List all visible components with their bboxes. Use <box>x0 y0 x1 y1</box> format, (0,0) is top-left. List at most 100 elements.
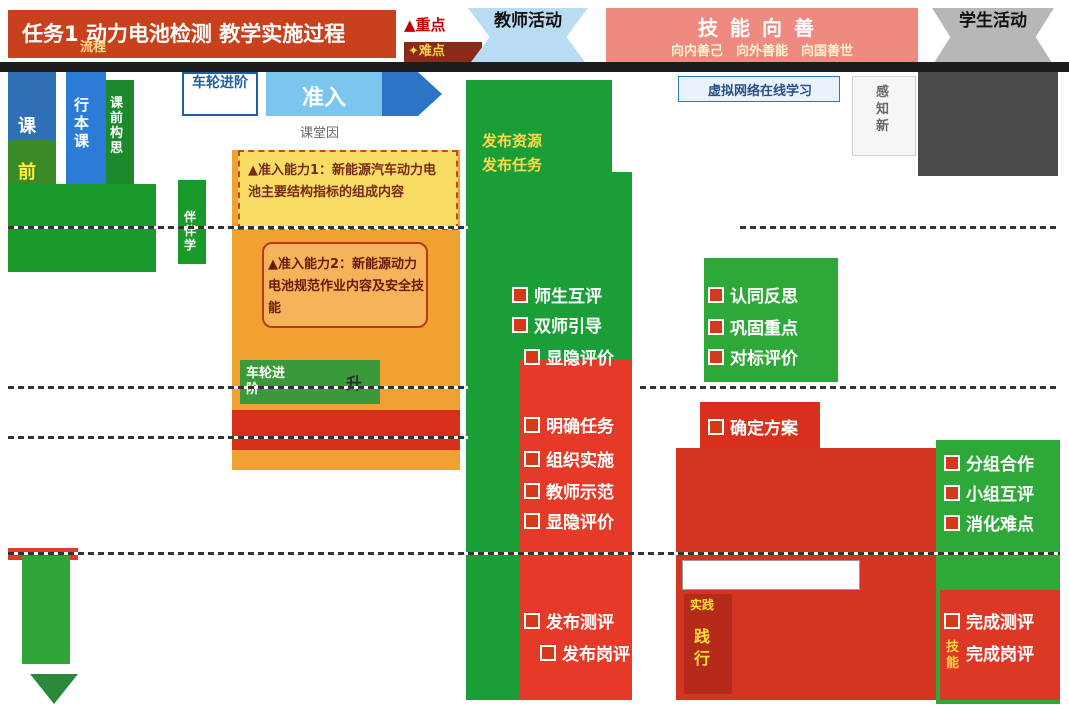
virtual-learning-bar[interactable] <box>678 76 840 102</box>
student-activity-header <box>932 8 1054 66</box>
column-a-block <box>66 72 106 184</box>
teacher-item[interactable]: 发布测评 <box>524 608 614 633</box>
skill-item[interactable]: 确定方案 <box>708 414 798 439</box>
teacher-item[interactable]: 发布岗评 <box>540 640 630 665</box>
skill-tag: 技能 <box>946 640 960 671</box>
student-item-label: 分组合作 <box>966 455 1034 475</box>
teacher-item-label: 双师引导 <box>534 317 602 337</box>
checkbox-icon <box>708 349 724 365</box>
column-b-block <box>106 80 134 190</box>
student-item[interactable]: 完成岗评 <box>966 640 1034 665</box>
student-body <box>918 72 1058 176</box>
upgrade-label: 车轮进阶 <box>246 366 286 397</box>
teacher-item-label: 师生互评 <box>534 287 602 307</box>
down-arrow-icon <box>30 674 78 704</box>
practice-column <box>684 594 732 694</box>
student-item[interactable]: 分组合作 <box>944 450 1034 475</box>
pre-class-lower-block <box>8 140 56 184</box>
skill-green-panel <box>704 258 838 382</box>
divider-line <box>640 386 1060 389</box>
practice-top-label: 实践 <box>690 598 715 612</box>
checkbox-icon <box>512 317 528 333</box>
checkbox-icon <box>944 515 960 531</box>
checkbox-icon <box>708 287 724 303</box>
student-item-label: 小组互评 <box>966 485 1034 505</box>
teacher-red-panel <box>520 360 632 700</box>
arrow-right-icon <box>382 72 442 116</box>
skill-header <box>606 8 918 66</box>
checkbox-icon <box>524 483 540 499</box>
difficulty-tag: ✦难点 <box>404 42 482 62</box>
feel-box <box>852 76 916 156</box>
student-item[interactable]: 消化难点 <box>944 510 1034 535</box>
pre-class-label: 课 <box>18 116 36 137</box>
teacher-top-item: 发布资源 <box>482 132 543 150</box>
skill-item[interactable]: 巩固重点 <box>708 314 798 339</box>
teacher-item-label: 显隐评价 <box>546 513 614 533</box>
student-item[interactable]: 小组互评 <box>944 480 1034 505</box>
student-activity-label: 学生活动 <box>959 11 1027 31</box>
companion-block <box>178 180 206 264</box>
checkbox-icon <box>524 451 540 467</box>
student-item-label: 完成岗评 <box>966 645 1034 665</box>
checkbox-icon <box>944 485 960 501</box>
skill-item-label: 认同反思 <box>730 287 798 307</box>
feel-label: 感知新 <box>876 85 890 134</box>
teacher-item[interactable]: 明确任务 <box>524 412 614 437</box>
virtual-learning-label: 虚拟网络在线学习 <box>707 84 812 99</box>
stage-button[interactable] <box>182 72 258 116</box>
ability-2-box <box>262 242 428 328</box>
divider-line <box>8 386 468 389</box>
divider-line <box>8 552 1060 555</box>
ability-red-block <box>232 410 460 450</box>
page-subtitle: 流程 <box>80 40 107 55</box>
checkbox-icon <box>524 349 540 365</box>
teacher-item-label: 发布岗评 <box>562 645 630 665</box>
checkbox-icon <box>708 419 724 435</box>
upgrade-mark: 升 <box>346 374 363 393</box>
checkbox-icon <box>524 417 540 433</box>
teacher-item[interactable]: 教师示范 <box>524 478 614 503</box>
ability-1-text: ▲准入能力1：新能源汽车动力电池主要结构指标的组成内容 <box>248 163 437 200</box>
column-a-label: 行本课 <box>74 96 90 150</box>
teacher-item[interactable]: 师生互评 <box>512 282 602 307</box>
teacher-item-label: 教师示范 <box>546 483 614 503</box>
pre-class-label-low: 前 <box>18 162 36 183</box>
key-point-tag: ▲重点 <box>404 16 446 34</box>
entry-button[interactable] <box>266 72 382 116</box>
header-divider <box>0 62 1069 72</box>
companion-label: 伴伴学 <box>184 210 197 252</box>
checkbox-icon <box>944 613 960 629</box>
skill-item-label: 对标评价 <box>730 349 798 369</box>
teacher-item[interactable]: 双师引导 <box>512 312 602 337</box>
ability-2-text: ▲准入能力2：新能源动力电池规范作业内容及安全技能 <box>268 257 425 316</box>
student-red-panel <box>940 590 1060 700</box>
skill-item-label: 确定方案 <box>730 419 798 439</box>
upgrade-button[interactable] <box>240 360 380 404</box>
checkbox-icon <box>524 613 540 629</box>
checkbox-icon <box>540 645 556 661</box>
teacher-item[interactable]: 显隐评价 <box>524 344 614 369</box>
skill-item[interactable]: 对标评价 <box>708 344 798 369</box>
ability-1-box <box>238 150 458 230</box>
skill-subtitle: 向内善己 向外善能 向国善世 <box>670 44 853 59</box>
checkbox-icon <box>708 319 724 335</box>
skill-title: 技能向善 <box>698 16 826 40</box>
teacher-item[interactable]: 显隐评价 <box>524 508 614 533</box>
checkbox-icon <box>512 287 528 303</box>
skill-white-bar <box>682 560 860 590</box>
teacher-item-label: 发布测评 <box>546 613 614 633</box>
divider-line <box>8 226 468 229</box>
student-item[interactable]: 完成测评 <box>944 608 1034 633</box>
skill-item[interactable]: 认同反思 <box>708 282 798 307</box>
teacher-item[interactable]: 组织实施 <box>524 446 614 471</box>
divider-line <box>740 226 1060 229</box>
teacher-item-label: 显隐评价 <box>546 349 614 369</box>
stage-label: 车轮进阶 <box>192 75 248 91</box>
teacher-activity-label: 教师活动 <box>494 11 562 31</box>
left-stripe <box>22 556 70 664</box>
page-title: 任务1 动力电池检测 教学实施过程 <box>8 10 396 58</box>
checkbox-icon <box>944 455 960 471</box>
divider-line <box>8 436 468 439</box>
column-b-label: 课前构思 <box>110 96 124 156</box>
